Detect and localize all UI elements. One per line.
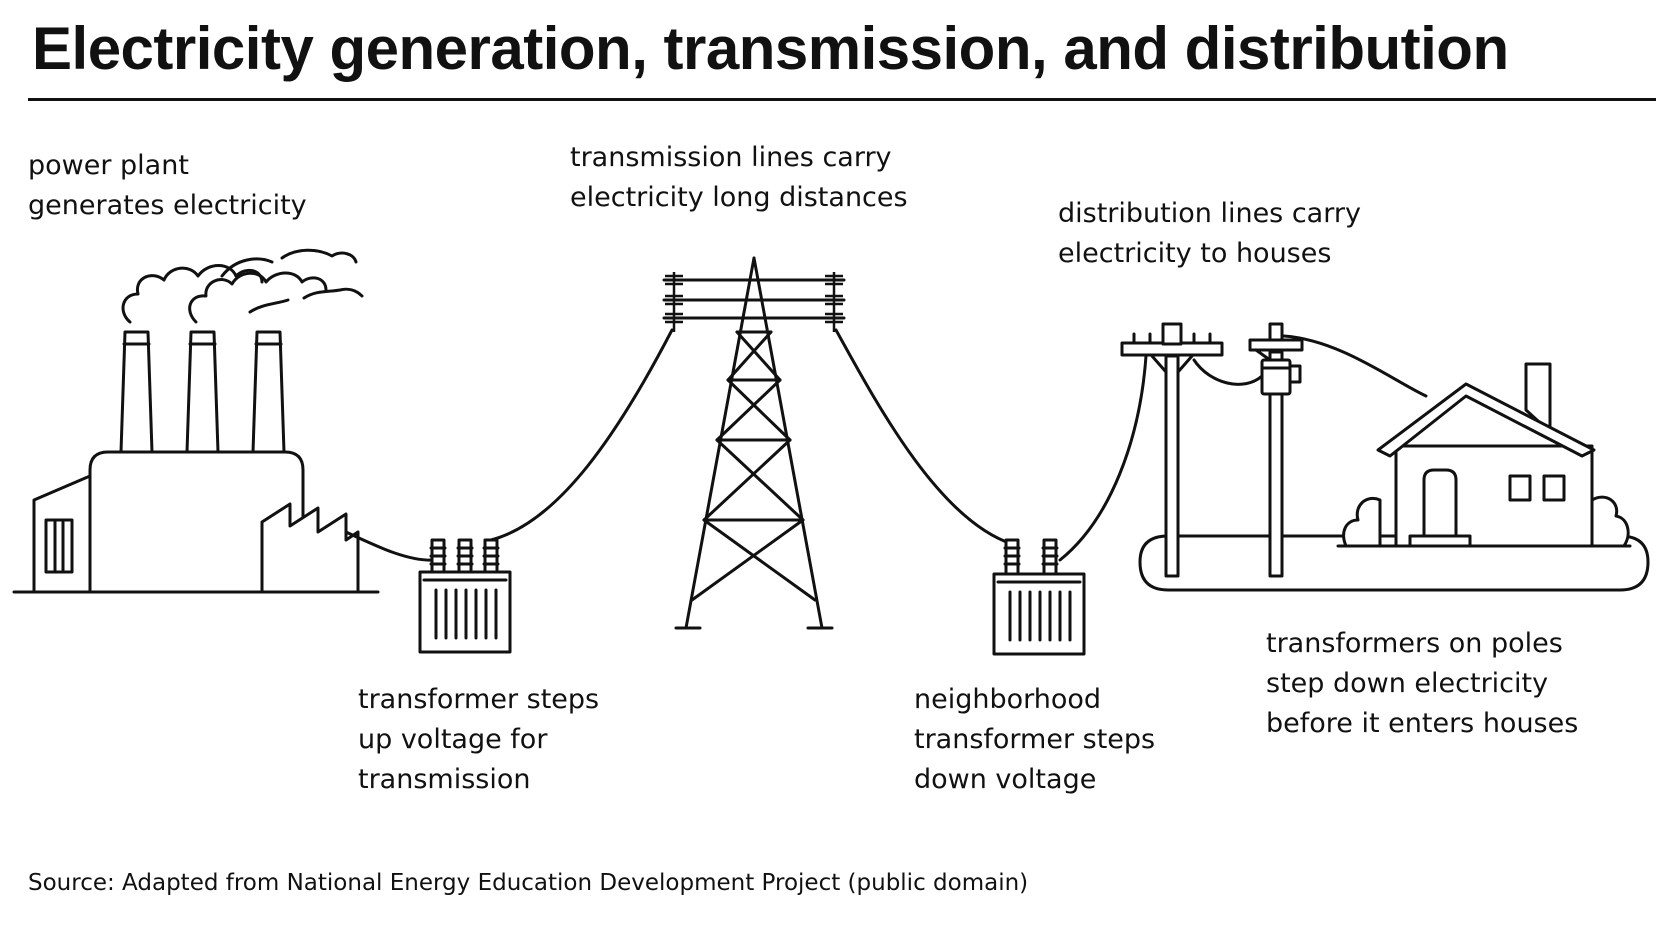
label-power-plant: power plant generates electricity — [28, 146, 307, 226]
label-line: neighborhood — [914, 684, 1102, 715]
label-line: transmission lines carry — [570, 142, 892, 173]
label-line: power plant — [28, 150, 189, 181]
label-neighborhood-transformer: neighborhood transformer steps down volt… — [914, 680, 1155, 800]
label-line: down voltage — [914, 764, 1097, 795]
label-line: generates electricity — [28, 190, 307, 221]
distribution-wire-to-pole — [1058, 354, 1148, 562]
neighborhood-transformer-icon — [992, 538, 1086, 656]
house-icon — [1336, 362, 1632, 548]
label-line: up voltage for — [358, 724, 548, 755]
page-title: Electricity generation, transmission, an… — [32, 15, 1509, 82]
step-up-transformer-icon — [418, 538, 512, 654]
label-line: before it enters houses — [1266, 708, 1579, 739]
label-line: transmission — [358, 764, 531, 795]
label-pole-transformers: transformers on poles step down electric… — [1266, 624, 1578, 744]
pole-transformer-icon — [1248, 322, 1304, 578]
label-transmission-lines: transmission lines carry electricity lon… — [570, 138, 908, 218]
label-line: transformers on poles — [1266, 628, 1563, 659]
transmission-tower-icon — [662, 256, 846, 630]
service-drop-wire — [1282, 334, 1428, 398]
pole-to-pole-wire — [1192, 358, 1264, 386]
transmission-wire-right — [834, 328, 1014, 546]
power-plant-icon — [12, 248, 380, 594]
source-caption: Source: Adapted from National Energy Edu… — [28, 870, 1029, 896]
title-divider — [28, 98, 1656, 101]
ground-island — [1138, 534, 1650, 592]
label-line: step down electricity — [1266, 668, 1549, 699]
wire-plant-to-transformer — [344, 530, 438, 562]
transmission-wire-left — [489, 328, 674, 542]
label-distribution-lines: distribution lines carry electricity to … — [1058, 194, 1361, 274]
label-line: distribution lines carry — [1058, 198, 1361, 229]
utility-pole-icon — [1120, 322, 1224, 578]
label-line: transformer steps — [358, 684, 600, 715]
label-line: electricity to houses — [1058, 238, 1332, 269]
label-line: transformer steps — [914, 724, 1156, 755]
label-line: electricity long distances — [570, 182, 908, 213]
label-step-up-transformer: transformer steps up voltage for transmi… — [358, 680, 599, 800]
